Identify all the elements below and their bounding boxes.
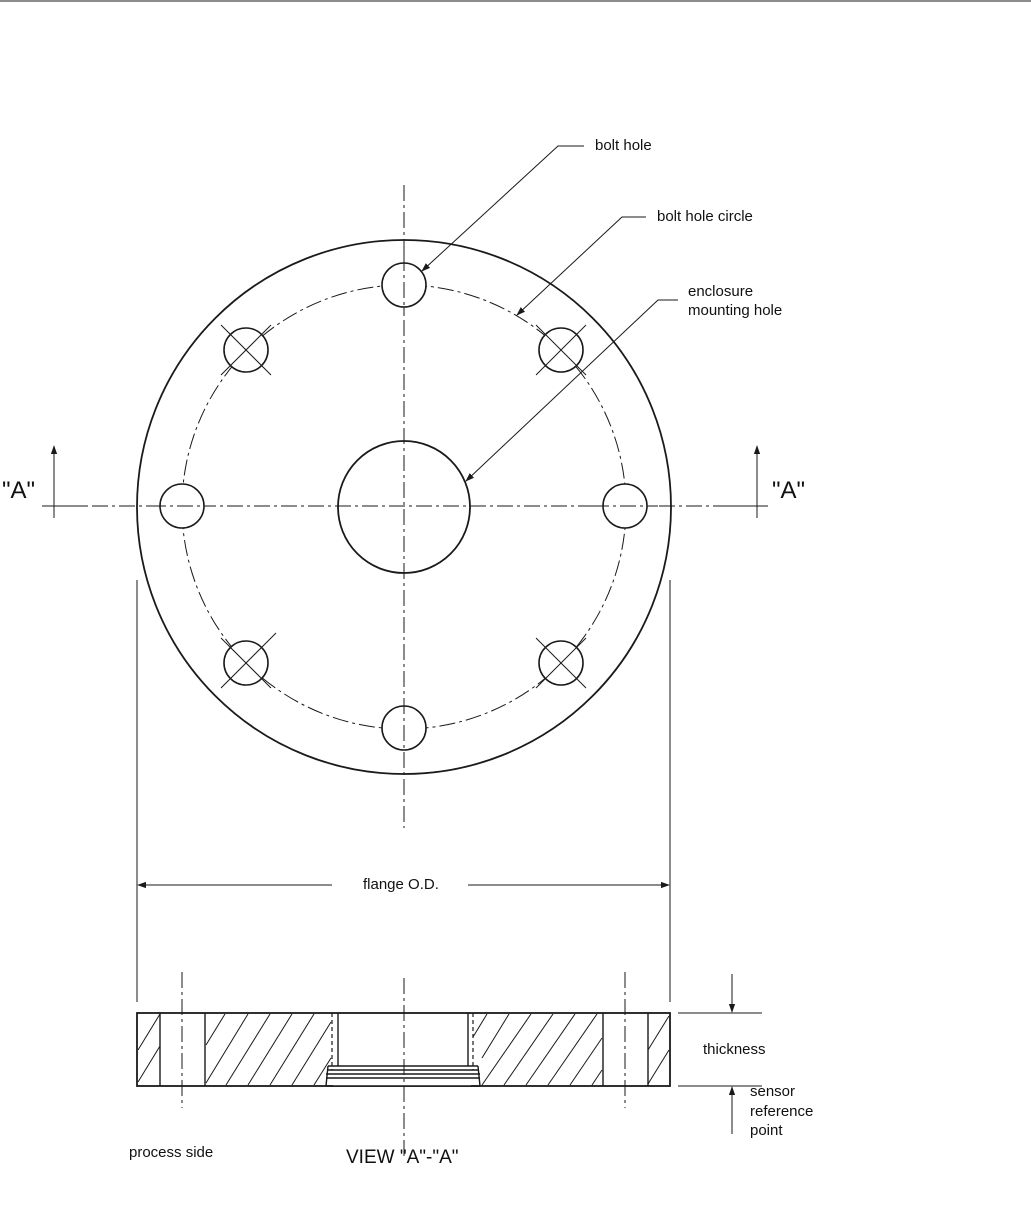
leader-bolt-hole (422, 146, 584, 271)
center-bore (326, 1013, 480, 1086)
label-process-side: process side (129, 1144, 213, 1161)
section-view (137, 972, 670, 1160)
label-sensor: sensor (750, 1083, 795, 1100)
bolt-hole (536, 325, 586, 375)
label-mounting-hole: mounting hole (688, 302, 782, 319)
label-point: point (750, 1122, 783, 1139)
bolt-hole (221, 325, 271, 375)
bolt-hole (536, 638, 586, 688)
section-marker-left (42, 446, 88, 518)
label-thickness: thickness (703, 1041, 766, 1058)
label-flange-od: flange O.D. (363, 876, 439, 893)
leader-enclosure-mounting-hole (466, 300, 678, 481)
section-label-right: "A" (772, 477, 805, 504)
label-bolt-hole-circle: bolt hole circle (657, 208, 753, 225)
label-reference: reference (750, 1103, 813, 1120)
flange-top-view (92, 185, 722, 828)
leader-bolt-hole-circle (517, 217, 646, 315)
bolt-hole (221, 633, 276, 688)
view-title: VIEW "A"-"A" (346, 1147, 459, 1168)
label-bolt-hole: bolt hole (595, 137, 652, 154)
section-label-left: "A" (2, 477, 35, 504)
label-enclosure: enclosure (688, 283, 753, 300)
section-marker-right (722, 446, 768, 518)
